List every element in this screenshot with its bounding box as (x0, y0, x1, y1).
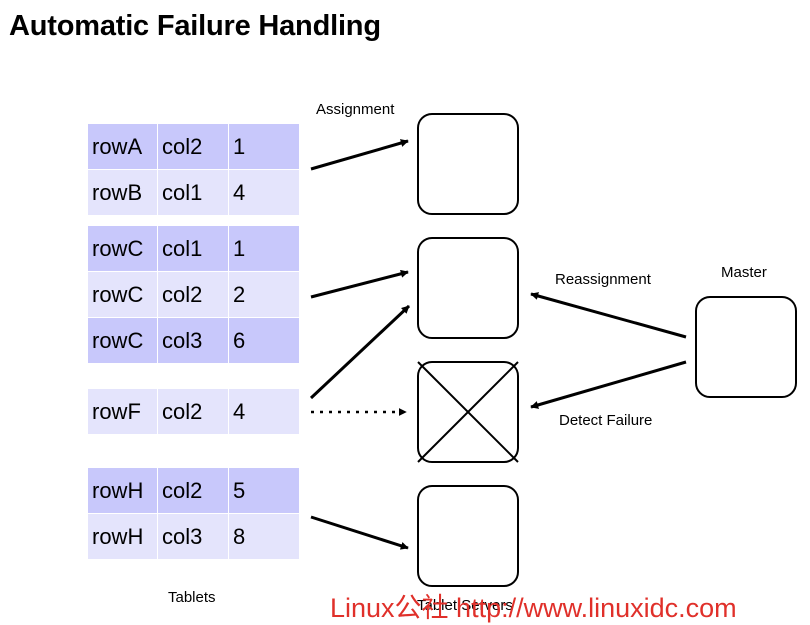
assignment-arrow (310, 269, 409, 299)
value-cell: 8 (229, 514, 299, 559)
tablet-servers-label: Tablet Servers (417, 597, 513, 614)
row-key-cell: rowC (88, 272, 157, 317)
value-cell: 4 (229, 170, 299, 215)
row-key-cell: rowC (88, 318, 157, 363)
column-cell: col2 (158, 468, 228, 513)
table-row: rowF col2 4 (88, 389, 300, 434)
tablet-c: rowC col1 1 rowC col2 2 rowC col3 6 (88, 226, 300, 364)
master-detect-failure-arrow (530, 360, 687, 409)
column-cell: col2 (158, 124, 228, 169)
assignment-arrow (310, 139, 409, 171)
column-cell: col1 (158, 170, 228, 215)
row-key-cell: rowF (88, 389, 157, 434)
table-row: rowC col2 2 (88, 272, 300, 317)
table-row: rowH col2 5 (88, 468, 300, 513)
value-cell: 5 (229, 468, 299, 513)
row-key-cell: rowA (88, 124, 157, 169)
table-row: rowH col3 8 (88, 514, 300, 559)
reassignment-arrow (309, 304, 411, 400)
tablets-label: Tablets (168, 589, 216, 606)
value-cell: 1 (229, 226, 299, 271)
table-row: rowC col3 6 (88, 318, 300, 363)
assignment-label: Assignment (316, 101, 395, 118)
reassignment-label: Reassignment (555, 271, 651, 288)
value-cell: 2 (229, 272, 299, 317)
column-cell: col3 (158, 318, 228, 363)
table-row: rowA col2 1 (88, 124, 300, 169)
row-key-cell: rowH (88, 514, 157, 559)
master-label: Master (721, 264, 767, 281)
value-cell: 6 (229, 318, 299, 363)
failure-cross-line (417, 361, 519, 463)
tablet-server-2 (417, 237, 519, 339)
tablet-h: rowH col2 5 rowH col3 8 (88, 468, 300, 560)
column-cell: col2 (158, 272, 228, 317)
page-title: Automatic Failure Handling (9, 10, 381, 42)
row-key-cell: rowB (88, 170, 157, 215)
watermark-text: Linux公社 http://www.linuxidc.com (330, 593, 737, 623)
tablet-f: rowF col2 4 (88, 389, 300, 435)
column-cell: col3 (158, 514, 228, 559)
row-key-cell: rowC (88, 226, 157, 271)
tablet-server-1 (417, 113, 519, 215)
tablet-a: rowA col2 1 rowB col1 4 (88, 124, 300, 216)
master-server (695, 296, 797, 398)
assignment-arrow (310, 515, 409, 550)
column-cell: col1 (158, 226, 228, 271)
row-key-cell: rowH (88, 468, 157, 513)
detect-failure-label: Detect Failure (559, 412, 653, 429)
value-cell: 4 (229, 389, 299, 434)
table-row: rowB col1 4 (88, 170, 300, 215)
master-reassignment-arrow (530, 292, 687, 339)
column-cell: col2 (158, 389, 228, 434)
table-row: rowC col1 1 (88, 226, 300, 271)
value-cell: 1 (229, 124, 299, 169)
tablet-server-4 (417, 485, 519, 587)
